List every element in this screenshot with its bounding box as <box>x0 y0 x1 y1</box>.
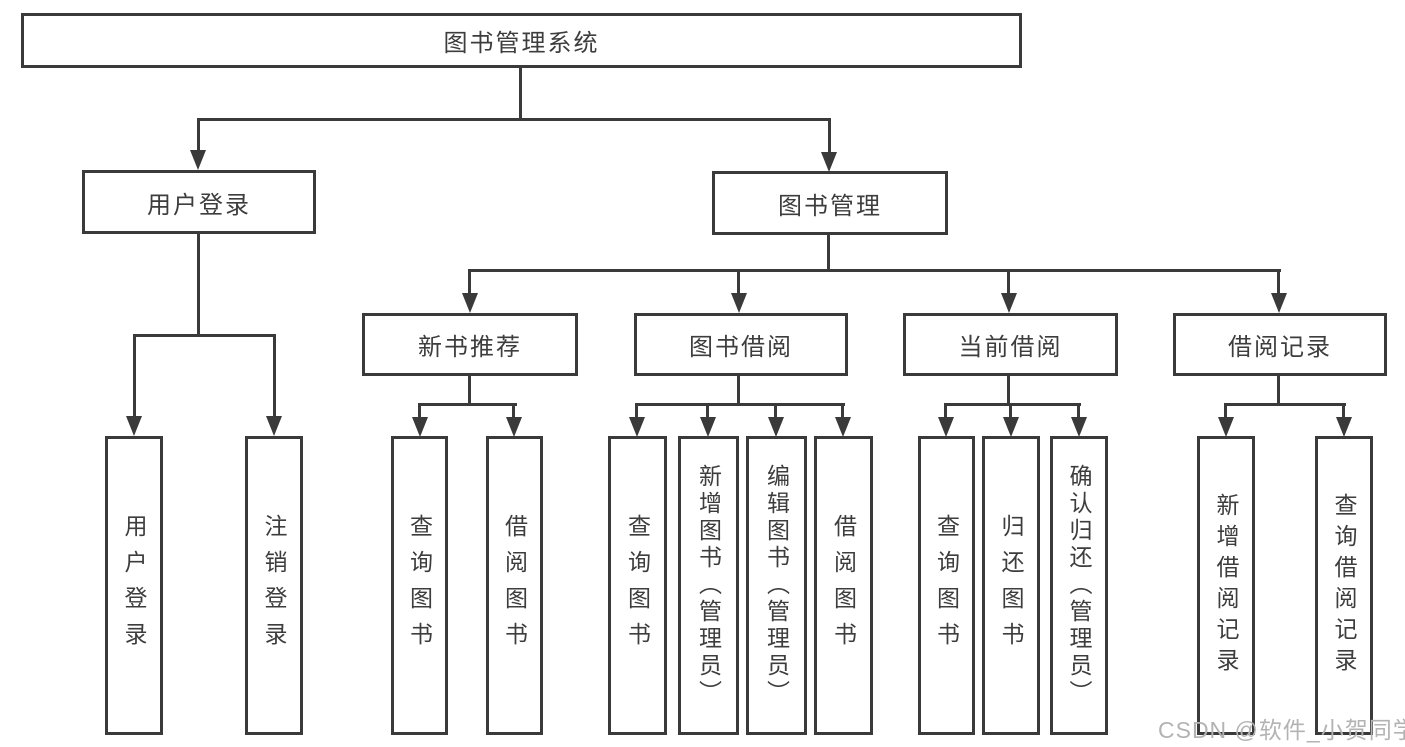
leaf-user-login: 用户登录 <box>105 436 163 735</box>
node-label: 新书推荐 <box>418 334 522 361</box>
leaf-label: 查询图书 <box>933 513 960 658</box>
leaf-label: 确认归还（管理员） <box>1066 464 1092 707</box>
leaf-query-books-recommend: 查询图书 <box>391 436 448 735</box>
leaf-add-borrow-record: 新增借阅记录 <box>1197 436 1255 735</box>
node-book-borrowing: 图书借阅 <box>634 313 848 376</box>
arrow-down-icon <box>506 417 522 437</box>
leaf-label: 编辑图书（管理员） <box>763 464 790 707</box>
node-user-login: 用户登录 <box>82 170 316 234</box>
leaf-label: 查询借阅记录 <box>1331 492 1357 679</box>
leaf-query-books-current: 查询图书 <box>918 436 975 735</box>
leaf-confirm-return-admin: 确认归还（管理员） <box>1050 436 1108 735</box>
leaf-label: 新增借阅记录 <box>1213 492 1239 679</box>
arrow-down-icon <box>1071 417 1087 437</box>
leaf-query-books-borrowing: 查询图书 <box>608 436 667 735</box>
arrow-down-icon <box>1218 417 1234 437</box>
node-label: 用户登录 <box>147 191 251 219</box>
arrow-down-icon <box>1003 417 1019 437</box>
leaf-label: 借阅图书 <box>830 513 857 658</box>
leaf-return-books: 归还图书 <box>982 436 1040 735</box>
leaf-label: 归还图书 <box>998 513 1024 658</box>
arrow-down-icon <box>768 417 784 437</box>
node-new-book-recommend: 新书推荐 <box>362 313 578 376</box>
node-label: 图书借阅 <box>689 334 793 361</box>
arrow-down-icon <box>731 293 747 313</box>
node-label: 当前借阅 <box>958 334 1063 361</box>
arrow-down-icon <box>700 417 716 437</box>
arrow-down-icon <box>266 416 282 436</box>
leaf-label: 查询图书 <box>406 513 433 658</box>
leaf-label: 新增图书（管理员） <box>695 464 722 707</box>
arrow-down-icon <box>1336 417 1352 437</box>
node-current-borrowing: 当前借阅 <box>903 313 1118 376</box>
leaf-query-borrow-record: 查询借阅记录 <box>1315 436 1373 735</box>
arrow-down-icon <box>1001 293 1017 313</box>
watermark: CSDN @软件_小贺同学 <box>1158 717 1405 743</box>
node-borrowing-records: 借阅记录 <box>1173 313 1387 376</box>
arrow-down-icon <box>938 417 954 437</box>
leaf-label: 用户登录 <box>121 513 147 658</box>
leaf-label: 注销登录 <box>261 513 287 658</box>
node-label: 借阅记录 <box>1228 334 1332 361</box>
leaf-edit-books-admin: 编辑图书（管理员） <box>746 436 807 735</box>
leaf-label: 借阅图书 <box>501 513 528 658</box>
leaf-add-books-admin: 新增图书（管理员） <box>678 436 739 735</box>
arrow-down-icon <box>462 293 478 313</box>
node-label: 图书管理 <box>778 192 882 220</box>
leaf-label: 查询图书 <box>624 513 651 658</box>
arrow-down-icon <box>412 417 428 437</box>
arrow-down-icon <box>190 150 206 170</box>
node-book-management: 图书管理 <box>712 171 948 235</box>
leaf-logout: 注销登录 <box>245 436 303 735</box>
arrow-down-icon <box>1271 293 1287 313</box>
leaf-borrow-books-recommend: 借阅图书 <box>486 436 543 735</box>
arrow-down-icon <box>821 152 837 172</box>
node-label: 图书管理系统 <box>443 30 600 57</box>
arrow-down-icon <box>126 416 142 436</box>
node-book-management-system: 图书管理系统 <box>21 13 1022 68</box>
arrow-down-icon <box>629 417 645 437</box>
arrow-down-icon <box>835 417 851 437</box>
leaf-borrow-books: 借阅图书 <box>814 436 873 735</box>
